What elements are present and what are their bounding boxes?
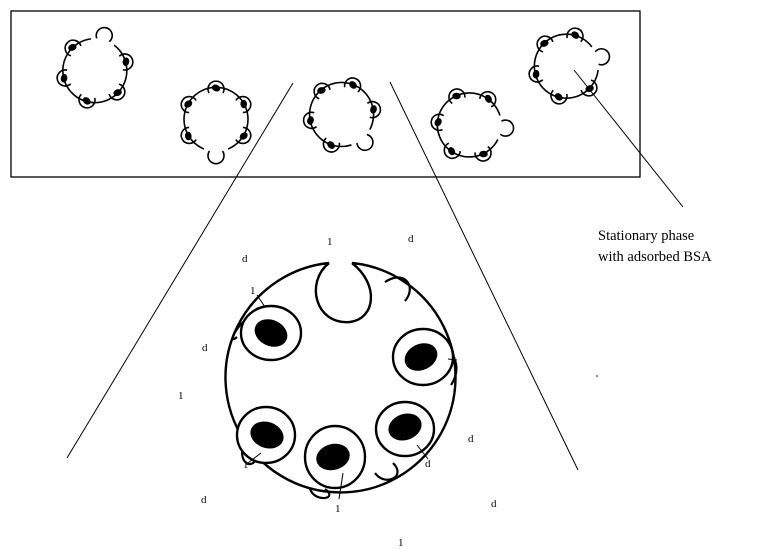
caption-leader-line [574, 70, 683, 207]
label-1-cavity-5: 1 [243, 459, 249, 471]
label-1-bottom: 1 [398, 537, 404, 549]
stray-dot [596, 375, 598, 377]
particle-5 [520, 18, 619, 112]
label-1-cavity-1: 1 [250, 285, 256, 297]
pointer-line-1 [257, 295, 265, 307]
enlarged-cavity-3 [376, 402, 434, 456]
particle-1 [49, 18, 143, 117]
enlarged-cavity-2 [393, 329, 453, 385]
label-1-cavity-4: 1 [335, 503, 341, 515]
enlarged-particle [226, 263, 458, 499]
label-d-left: d [202, 342, 208, 354]
caption-line-2: with adsorbed BSA [598, 249, 712, 265]
label-1-top: 1 [327, 236, 333, 248]
particle-3 [288, 61, 399, 173]
label-1-cavity-2: 1 [452, 355, 458, 367]
enlarged-cavity-5 [237, 407, 295, 463]
label-d-top-right: d [408, 233, 414, 245]
label-d-right: d [468, 433, 474, 445]
particle-2 [178, 81, 253, 164]
hook-1 [385, 278, 410, 301]
enlarged-empty-cavity [316, 263, 371, 322]
caption-line-1: Stationary phase [598, 228, 694, 244]
enlarged-cavity-1 [241, 306, 301, 360]
enlarged-cavity-4 [305, 426, 365, 488]
label-d-cavity-3: d [425, 458, 431, 470]
label-1-left: 1 [178, 390, 184, 402]
label-d-top-left: d [242, 253, 248, 265]
label-d-bottom-right: d [491, 498, 497, 510]
hook-3 [375, 463, 398, 480]
particle-4 [428, 84, 517, 166]
label-d-bottom-left: d [201, 494, 207, 506]
